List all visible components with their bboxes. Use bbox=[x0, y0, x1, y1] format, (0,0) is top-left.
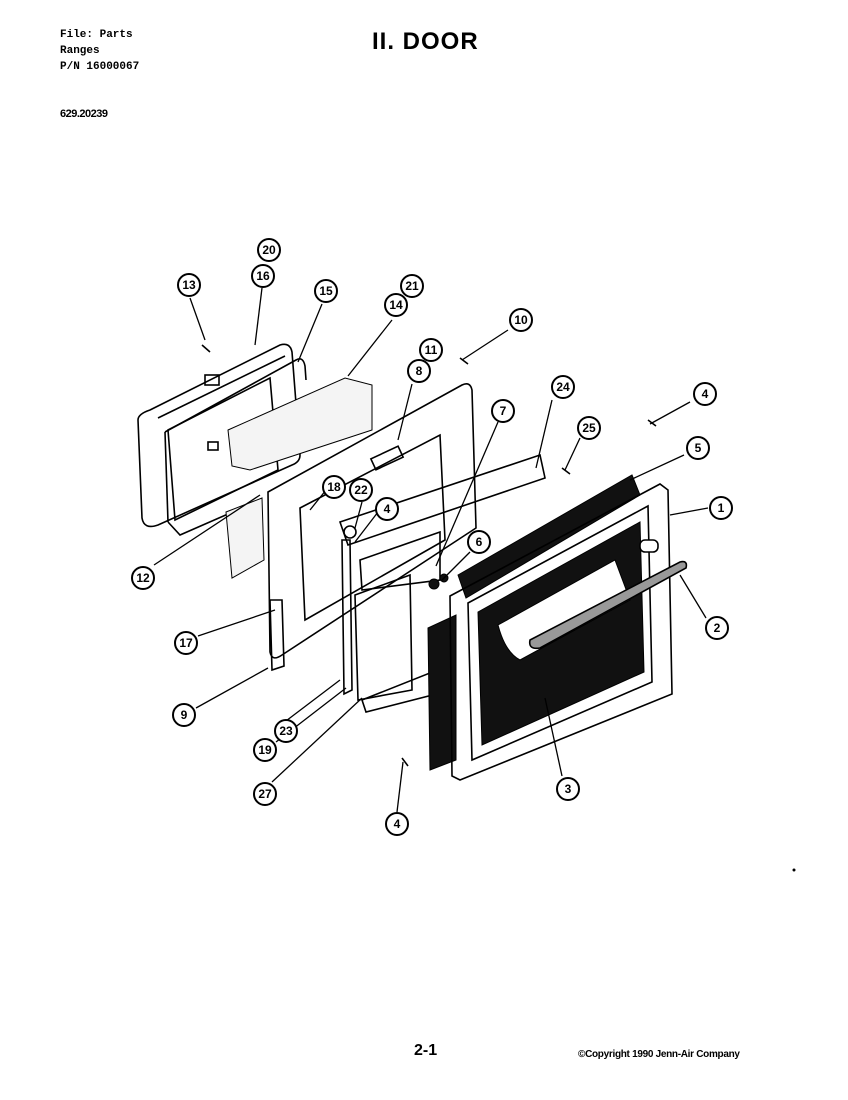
svg-text:4: 4 bbox=[384, 502, 391, 516]
svg-text:7: 7 bbox=[500, 404, 507, 418]
svg-text:9: 9 bbox=[181, 708, 188, 722]
leader-lines bbox=[153, 287, 709, 813]
svg-text:10: 10 bbox=[514, 313, 528, 327]
callout-3: 3 bbox=[556, 777, 580, 801]
svg-text:3: 3 bbox=[565, 782, 572, 796]
callout-27: 27 bbox=[253, 782, 277, 806]
door-handle bbox=[528, 560, 688, 650]
svg-text:15: 15 bbox=[319, 284, 333, 298]
callout-9: 9 bbox=[172, 703, 196, 727]
svg-text:16: 16 bbox=[256, 269, 270, 283]
svg-text:12: 12 bbox=[136, 571, 150, 585]
callout-6: 6 bbox=[467, 530, 491, 554]
category-label: Ranges bbox=[60, 45, 100, 57]
callout-4-top: 4 bbox=[693, 382, 717, 406]
callout-10: 10 bbox=[509, 308, 533, 332]
callout-25: 25 bbox=[577, 416, 601, 440]
svg-text:11: 11 bbox=[425, 343, 438, 357]
callout-13: 13 bbox=[177, 273, 201, 297]
callout-7: 7 bbox=[491, 399, 515, 423]
callout-8: 8 bbox=[407, 359, 431, 383]
screws bbox=[201, 344, 657, 767]
svg-text:20: 20 bbox=[262, 243, 276, 257]
callout-21: 21 bbox=[400, 274, 424, 298]
svg-text:18: 18 bbox=[327, 480, 341, 494]
callout-16: 16 bbox=[251, 264, 275, 288]
callout-23: 23 bbox=[274, 719, 298, 743]
part-number-label: P/N 16000067 bbox=[60, 61, 140, 73]
svg-text:27: 27 bbox=[258, 787, 272, 801]
callout-1: 1 bbox=[709, 496, 733, 520]
inner-liner-panel bbox=[267, 383, 477, 672]
svg-text:8: 8 bbox=[416, 364, 423, 378]
svg-text:23: 23 bbox=[279, 724, 293, 738]
svg-text:4: 4 bbox=[394, 817, 401, 831]
model-number: 629.20239 bbox=[60, 108, 108, 120]
speck bbox=[792, 868, 796, 872]
svg-text:24: 24 bbox=[556, 380, 570, 394]
svg-text:17: 17 bbox=[179, 636, 193, 650]
door-insulation bbox=[225, 377, 373, 579]
callout-4-mid: 4 bbox=[375, 497, 399, 521]
callout-5: 5 bbox=[686, 436, 710, 460]
svg-text:13: 13 bbox=[182, 278, 196, 292]
svg-text:22: 22 bbox=[354, 483, 368, 497]
svg-text:19: 19 bbox=[258, 743, 272, 757]
svg-text:1: 1 bbox=[718, 501, 725, 515]
callout-4-bottom: 4 bbox=[385, 812, 409, 836]
callout-18-top: 18 bbox=[322, 475, 346, 499]
callout-2: 2 bbox=[705, 616, 729, 640]
svg-text:21: 21 bbox=[405, 279, 419, 293]
page-number: 2-1 bbox=[414, 1042, 438, 1059]
svg-text:6: 6 bbox=[476, 535, 483, 549]
svg-text:14: 14 bbox=[389, 298, 403, 312]
copyright-notice: ©Copyright 1990 Jenn-Air Company bbox=[578, 1049, 740, 1060]
svg-text:4: 4 bbox=[702, 387, 709, 401]
callout-15: 15 bbox=[314, 279, 338, 303]
file-label: File: Parts bbox=[60, 29, 133, 41]
callout-11: 11 bbox=[419, 338, 443, 362]
svg-text:5: 5 bbox=[695, 441, 702, 455]
callout-14: 14 bbox=[384, 293, 408, 317]
callout-24: 24 bbox=[551, 375, 575, 399]
page-title: II. DOOR bbox=[372, 28, 479, 55]
callout-22: 22 bbox=[349, 478, 373, 502]
svg-text:25: 25 bbox=[582, 421, 596, 435]
callout-12: 12 bbox=[131, 566, 155, 590]
inner-door-panel bbox=[137, 343, 301, 528]
callout-20: 20 bbox=[257, 238, 281, 262]
callout-17: 17 bbox=[174, 631, 198, 655]
callout-19: 19 bbox=[253, 738, 277, 762]
svg-text:2: 2 bbox=[714, 621, 721, 635]
